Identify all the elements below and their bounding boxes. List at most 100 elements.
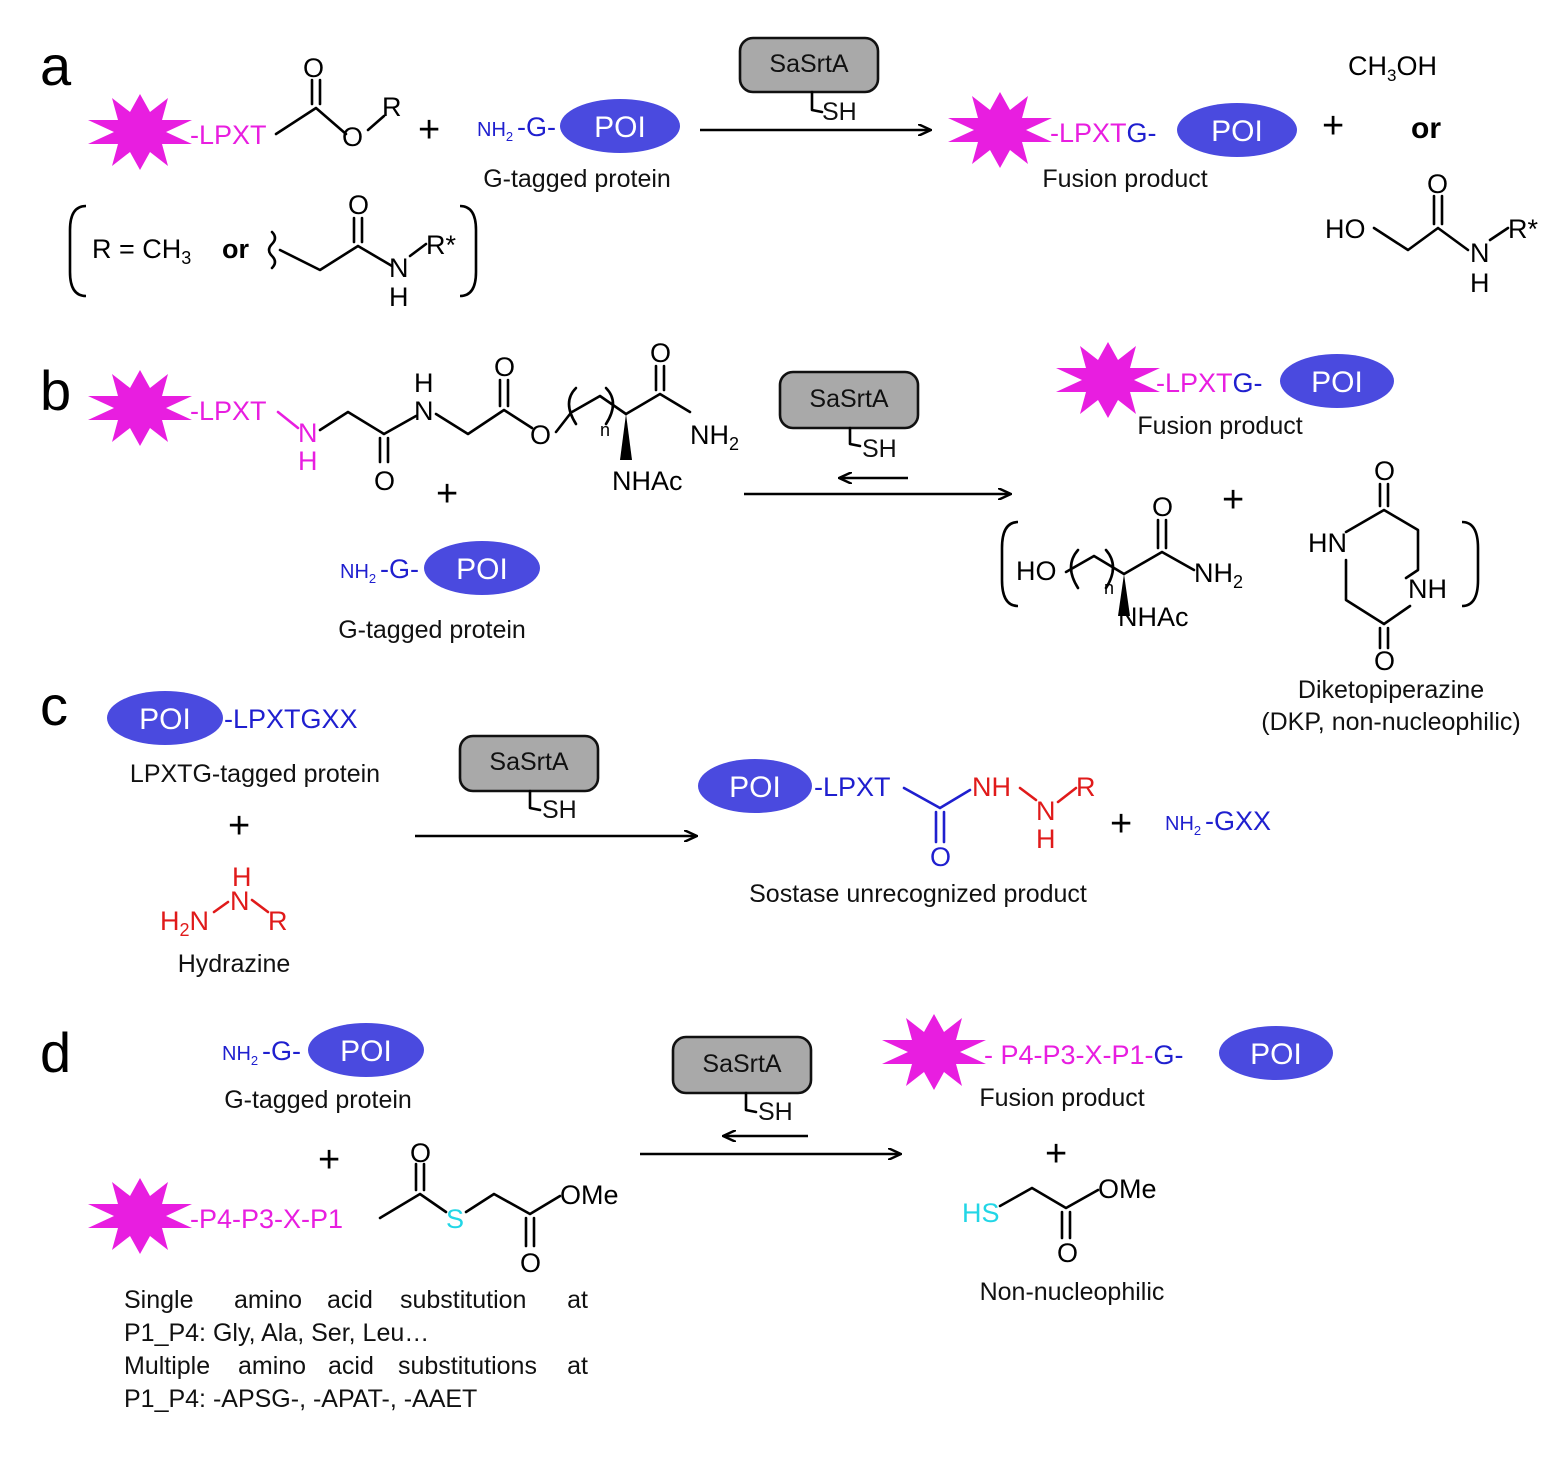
product-thioglycolate-o: O	[1057, 1238, 1078, 1268]
sortase-unrecognized-caption: Sostase unrecognized product	[749, 880, 1087, 908]
note-w3: acid	[327, 1286, 373, 1314]
carbonyl-o: O	[303, 53, 324, 83]
plus-sign: +	[436, 473, 458, 515]
poi-ellipse	[560, 99, 680, 153]
poi-label-b-product: POI	[1311, 366, 1363, 399]
amide-o-a: O	[348, 190, 369, 220]
bracket-left-b	[1000, 520, 1019, 608]
plus-sign: +	[1322, 105, 1344, 147]
poi-label-product: POI	[1211, 115, 1263, 148]
aminoacid-backbone-b	[624, 392, 692, 416]
gly-backbone-b1	[318, 410, 418, 436]
amide-carbonyl-a	[352, 216, 364, 244]
amide-backbone-a	[278, 244, 394, 272]
note-w7: amino	[238, 1352, 306, 1380]
fusion-seq-label-d: - P4-P3-X-P1-G-	[984, 1040, 1184, 1070]
chain-parens-b	[567, 386, 615, 426]
ester-carbonyl-b	[498, 378, 510, 408]
g-tag-label-b: -G-	[380, 554, 419, 584]
fluorophore-star-icon-b	[88, 370, 192, 446]
hydrazine-bond-1	[212, 900, 230, 914]
or-label-small: or	[222, 234, 249, 264]
poi-ellipse-c	[107, 691, 223, 745]
glycolamide-r-bond	[1488, 226, 1510, 242]
dkp-o-top: O	[1374, 456, 1395, 486]
thiol-bond-b	[848, 426, 862, 448]
ester-bond-b	[554, 412, 572, 434]
substitution-note: Single amino acid substitution at P1_P4:…	[124, 1286, 588, 1413]
hydrazine-h2n: H2N	[160, 906, 209, 940]
note-w1: Single	[124, 1286, 194, 1314]
glycolamide-backbone	[1372, 226, 1470, 252]
note-w6: Multiple	[124, 1352, 210, 1380]
hydroxy-ho: HO	[1325, 214, 1366, 244]
dkp-name: Diketopiperazine	[1298, 676, 1484, 704]
hydrazine-n: N	[230, 886, 250, 916]
nh2-label: NH2	[477, 119, 513, 144]
nh2-label-c: NH2	[1165, 813, 1201, 838]
thioester-carbonyl	[414, 1162, 426, 1192]
p4-seq-label: -P4-P3-X-P1	[190, 1204, 343, 1234]
fluorophore-star-icon-b-product	[1056, 342, 1160, 418]
gly-o-b1: O	[374, 466, 395, 496]
poi-ellipse-product	[1177, 103, 1297, 157]
panel-label-d: d	[40, 1021, 71, 1084]
panel-label-b: b	[40, 359, 71, 422]
fusion-product-caption-b: Fusion product	[1137, 412, 1302, 440]
glycolamide-o: O	[1427, 169, 1448, 199]
lpxt-n-bond	[276, 410, 300, 430]
nhac-b2: NHAc	[1118, 602, 1189, 632]
dkp-nh: NH	[1408, 574, 1447, 604]
note-w8: acid	[328, 1352, 374, 1380]
chain-b	[570, 394, 628, 416]
fluorophore-star-icon	[88, 94, 192, 170]
hydrazide-h: H	[1036, 824, 1056, 854]
fusion-seq-label-b: -LPXTG-	[1156, 368, 1263, 398]
hydrazide-backbone	[902, 786, 972, 810]
g-tag-label-d: -G-	[262, 1036, 301, 1066]
g-tagged-protein-caption: G-tagged protein	[483, 165, 671, 193]
hydrazide-nh: NH	[972, 772, 1011, 802]
nhac-b: NHAc	[612, 466, 683, 496]
poi-label-c-product: POI	[729, 771, 781, 804]
gly-backbone-b2	[434, 408, 534, 436]
wedge-bond-b2	[1118, 574, 1130, 616]
carbonyl-double-bond	[310, 78, 322, 106]
nh2-label-d: NH2	[222, 1043, 258, 1068]
hydrazide-n: N	[1036, 796, 1056, 826]
note-w10: at	[567, 1352, 588, 1380]
poi-label-c: POI	[139, 703, 191, 736]
note-w2: amino	[234, 1286, 302, 1314]
ester-backbone	[274, 106, 348, 136]
g-tag-label: -G-	[517, 112, 556, 142]
glycolamide-rstar: R*	[1508, 214, 1538, 244]
r-definition: R = CH3	[92, 234, 191, 268]
amide-carbonyl-b	[654, 364, 666, 392]
dkp-hn: HN	[1308, 528, 1347, 558]
thiol-bond-c	[528, 789, 542, 812]
hydrazine-caption: Hydrazine	[178, 950, 291, 978]
plus-sign: +	[1222, 479, 1244, 521]
g-tagged-protein-caption-b: G-tagged protein	[338, 616, 526, 644]
note-w9: substitutions	[398, 1352, 537, 1380]
dkp-note: (DKP, non-nucleophilic)	[1261, 708, 1520, 736]
hydrazine-bond-2	[250, 898, 270, 914]
poi-label-d: POI	[340, 1035, 392, 1068]
thioester-s: S	[446, 1204, 464, 1234]
sasrta-enzyme-box-d	[671, 1035, 813, 1095]
n-subscript-b: n	[600, 420, 610, 440]
poi-ellipse-c-product	[698, 759, 812, 813]
plus-sign: +	[418, 109, 440, 151]
amide-rstar-a: R*	[426, 230, 456, 260]
product-thioglycolate-carbonyl	[1060, 1210, 1072, 1240]
thiol-bond	[810, 90, 824, 114]
amide-nh2-b: NH2	[690, 420, 739, 454]
poi-ellipse-b-product	[1280, 354, 1394, 408]
gly-n-b2: N	[414, 396, 434, 426]
plus-sign: +	[1045, 1133, 1067, 1175]
fluorophore-star-icon-d-product	[882, 1014, 986, 1090]
dkp-carbonyl-bottom	[1378, 626, 1390, 650]
fusion-product-caption: Fusion product	[1042, 165, 1207, 193]
panel-label-c: c	[40, 674, 68, 737]
